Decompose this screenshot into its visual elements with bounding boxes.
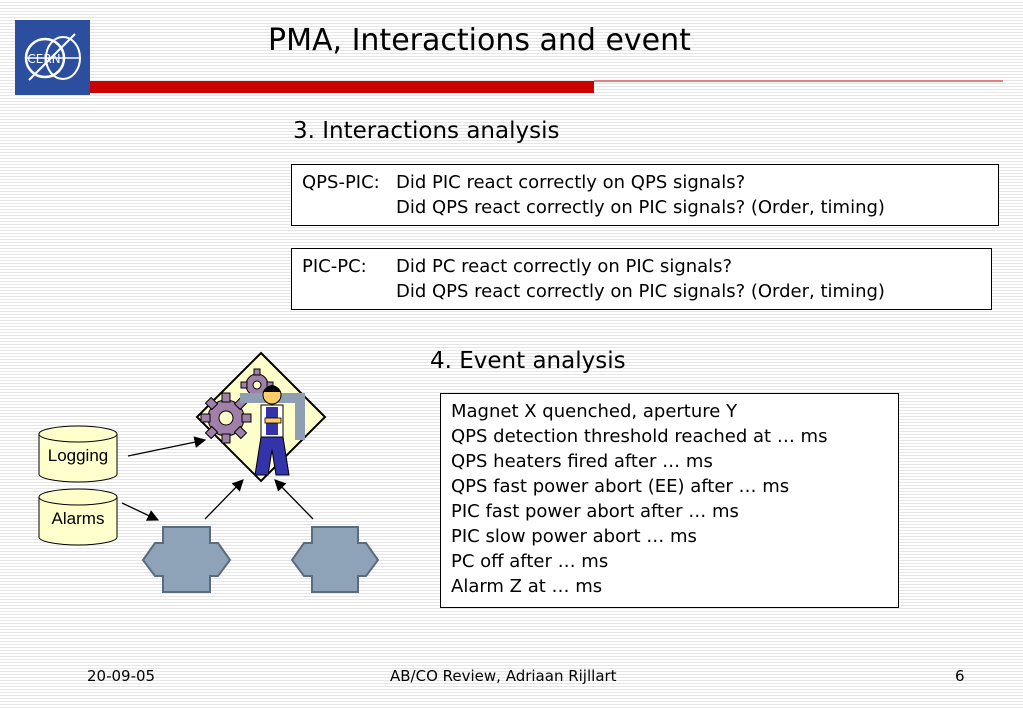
- interaction-line: Did QPS react correctly on PIC signals? …: [396, 197, 885, 218]
- arrow-puzzle-left: [204, 479, 244, 520]
- page-number: 6: [955, 667, 965, 685]
- event-line: QPS heaters fired after … ms: [451, 451, 713, 472]
- event-line: Magnet X quenched, aperture Y: [451, 401, 738, 422]
- title-red-bar: [90, 81, 594, 93]
- event-line: PIC fast power abort after … ms: [451, 501, 739, 522]
- puzzle-piece-icon: [141, 526, 232, 593]
- footer-author: AB/CO Review, Adriaan Rijllart: [390, 667, 617, 685]
- interaction-label: QPS-PIC:: [302, 172, 380, 193]
- interaction-label: PIC-PC:: [302, 256, 367, 277]
- event-line: Alarm Z at … ms: [451, 576, 603, 597]
- event-line: QPS detection threshold reached at … ms: [451, 426, 828, 447]
- logging-label: Logging: [48, 446, 109, 465]
- slide-title: PMA, Interactions and event: [268, 23, 691, 58]
- arrow-alarms: [121, 502, 160, 521]
- section-heading-interactions: 3. Interactions analysis: [293, 118, 560, 144]
- logging-database-icon: Logging: [38, 425, 118, 483]
- event-line: PC off after … ms: [451, 551, 609, 572]
- interaction-box-qps-pic: QPS-PIC: Did PIC react correctly on QPS …: [291, 164, 999, 226]
- alarms-database-icon: Alarms: [38, 488, 118, 546]
- arrow-logging: [127, 436, 207, 457]
- arrow-puzzle-right: [274, 479, 314, 520]
- title-divider-line: [594, 80, 1003, 82]
- interaction-box-pic-pc: PIC-PC: Did PC react correctly on PIC si…: [291, 248, 992, 310]
- interaction-line: Did PIC react correctly on QPS signals?: [396, 172, 746, 193]
- footer-date: 20-09-05: [87, 667, 156, 685]
- svg-text:CERN: CERN: [27, 52, 60, 66]
- person-with-gears-icon: [195, 351, 327, 483]
- event-line: PIC slow power abort … ms: [451, 526, 697, 547]
- cern-logo-icon: CERN: [15, 20, 90, 95]
- alarms-label: Alarms: [52, 509, 105, 528]
- section-heading-event: 4. Event analysis: [430, 348, 626, 374]
- interaction-line: Did PC react correctly on PIC signals?: [396, 256, 733, 277]
- event-analysis-box: Magnet X quenched, aperture Y QPS detect…: [440, 393, 899, 608]
- puzzle-piece-icon: [290, 526, 380, 593]
- interaction-line: Did QPS react correctly on PIC signals? …: [396, 281, 885, 302]
- event-line: QPS fast power abort (EE) after … ms: [451, 476, 790, 497]
